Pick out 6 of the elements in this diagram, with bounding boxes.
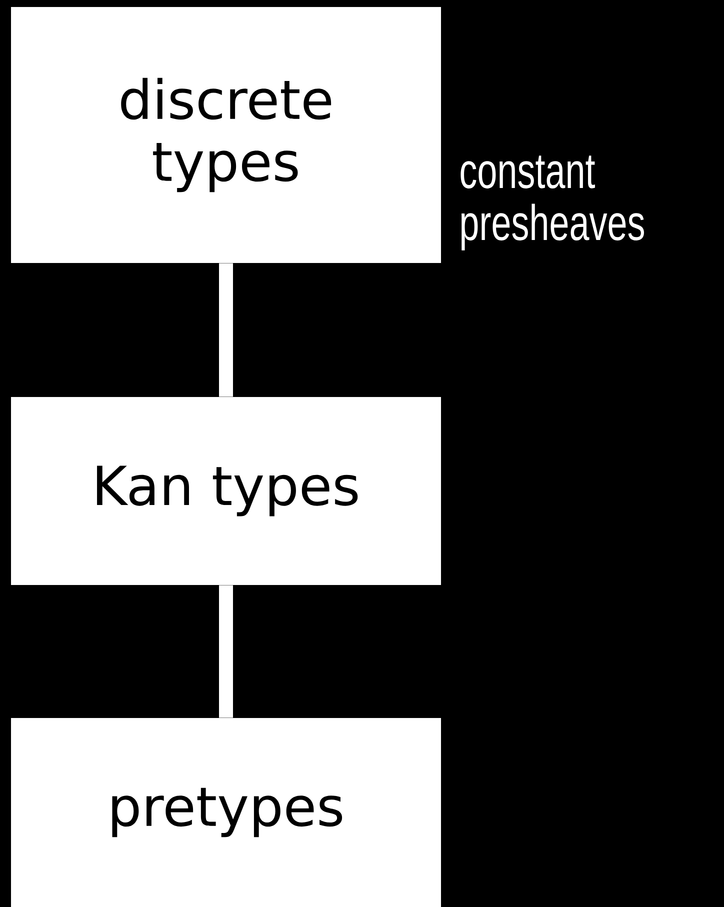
connector-line [219, 585, 233, 718]
connector-line [219, 263, 233, 397]
side-label: constant presheaves [460, 156, 644, 250]
text-box: Kan types [11, 397, 441, 585]
text-box: pretypes [11, 718, 441, 907]
text-box: discrete types [11, 7, 441, 263]
